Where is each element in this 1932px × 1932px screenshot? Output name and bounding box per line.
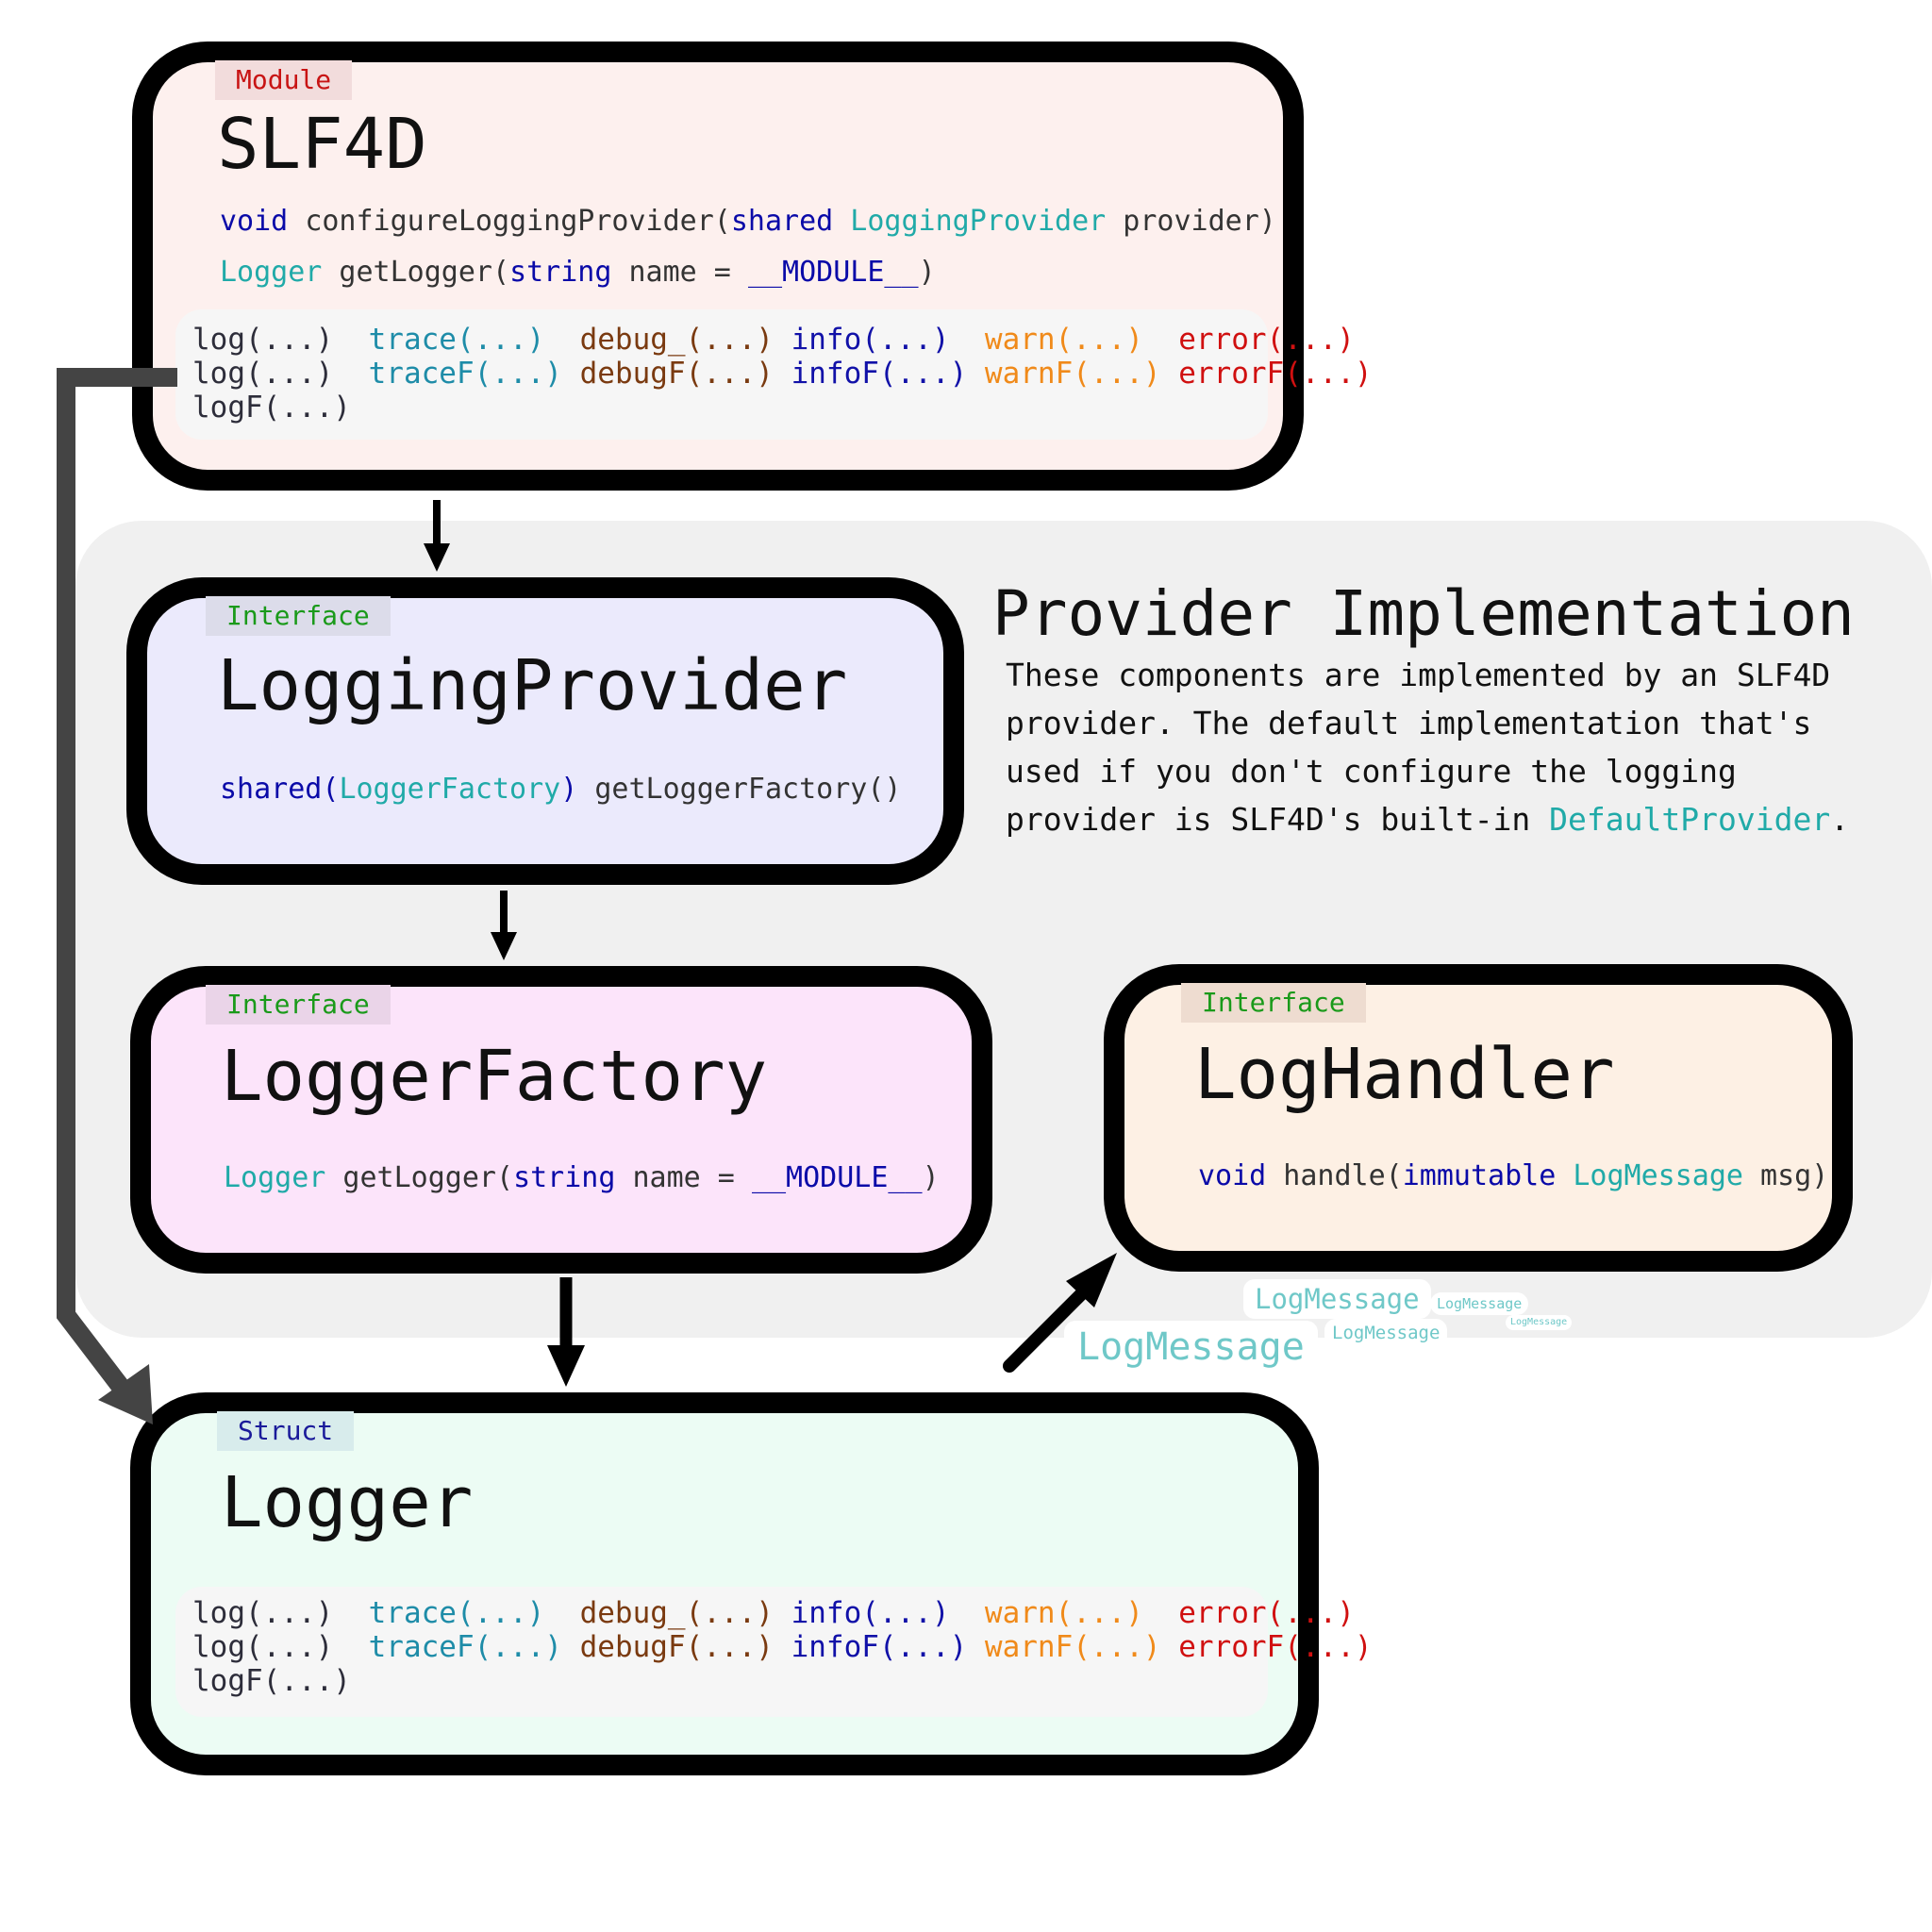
log-handler-interface-tag: Interface xyxy=(1181,983,1366,1023)
slf4d-methods-row-2: log(...) traceF(...) debugF(...) infoF(.… xyxy=(192,357,1373,391)
logger-methods-panel xyxy=(175,1587,1268,1717)
logger-methods-row-3: logF(...) xyxy=(192,1664,351,1698)
slf4d-methods-row-3: logF(...) xyxy=(192,391,351,425)
get-logger-factory-signature: shared(LoggerFactory) getLoggerFactory() xyxy=(220,773,902,806)
logger-factory-get-logger-signature: Logger getLogger(string name = __MODULE_… xyxy=(224,1161,940,1194)
arrow-slf4d-to-logger xyxy=(57,368,177,1424)
logging-provider-interface-tag: Interface xyxy=(206,596,391,636)
configure-logging-provider-signature: void configureLoggingProvider(shared Log… xyxy=(220,205,1276,238)
log-message-badge-smaller: LogMessage xyxy=(1430,1292,1529,1315)
default-provider-link: DefaultProvider xyxy=(1549,801,1831,838)
module-tag: Module xyxy=(215,60,353,100)
arrow-logger-to-log-handler xyxy=(1003,1253,1117,1373)
log-handler-title: LogHandler xyxy=(1194,1034,1615,1115)
arrow-slf4d-to-logging-provider xyxy=(424,500,450,572)
log-message-badge-tiny: LogMessage xyxy=(1506,1315,1573,1330)
struct-tag: Struct xyxy=(217,1411,355,1451)
arrow-logger-factory-to-logger xyxy=(547,1277,585,1387)
logger-title: Logger xyxy=(221,1462,474,1543)
get-logger-signature: Logger getLogger(string name = __MODULE_… xyxy=(220,256,936,289)
logger-factory-interface-tag: Interface xyxy=(206,985,391,1024)
log-message-badge-large: LogMessage xyxy=(1064,1321,1318,1374)
provider-implementation-title: Provider Implementation xyxy=(992,577,1855,650)
logger-factory-title: LoggerFactory xyxy=(221,1036,768,1117)
slf4d-methods-panel xyxy=(175,309,1268,440)
log-message-badge-medium: LogMessage xyxy=(1243,1279,1431,1319)
logger-methods-row-2: log(...) traceF(...) debugF(...) infoF(.… xyxy=(192,1630,1373,1664)
handle-signature: void handle(immutable LogMessage msg) xyxy=(1198,1159,1829,1192)
slf4d-methods-row-1: log(...) trace(...) debug_(...) info(...… xyxy=(192,323,1355,357)
provider-implementation-description: These components are implemented by an S… xyxy=(1006,657,1850,838)
slf4d-title: SLF4D xyxy=(217,104,427,185)
log-message-badge-small: LogMessage xyxy=(1324,1319,1448,1347)
logger-methods-row-1: log(...) trace(...) debug_(...) info(...… xyxy=(192,1596,1355,1630)
arrow-logging-provider-to-logger-factory xyxy=(491,891,517,960)
logging-provider-title: LoggingProvider xyxy=(217,645,848,726)
